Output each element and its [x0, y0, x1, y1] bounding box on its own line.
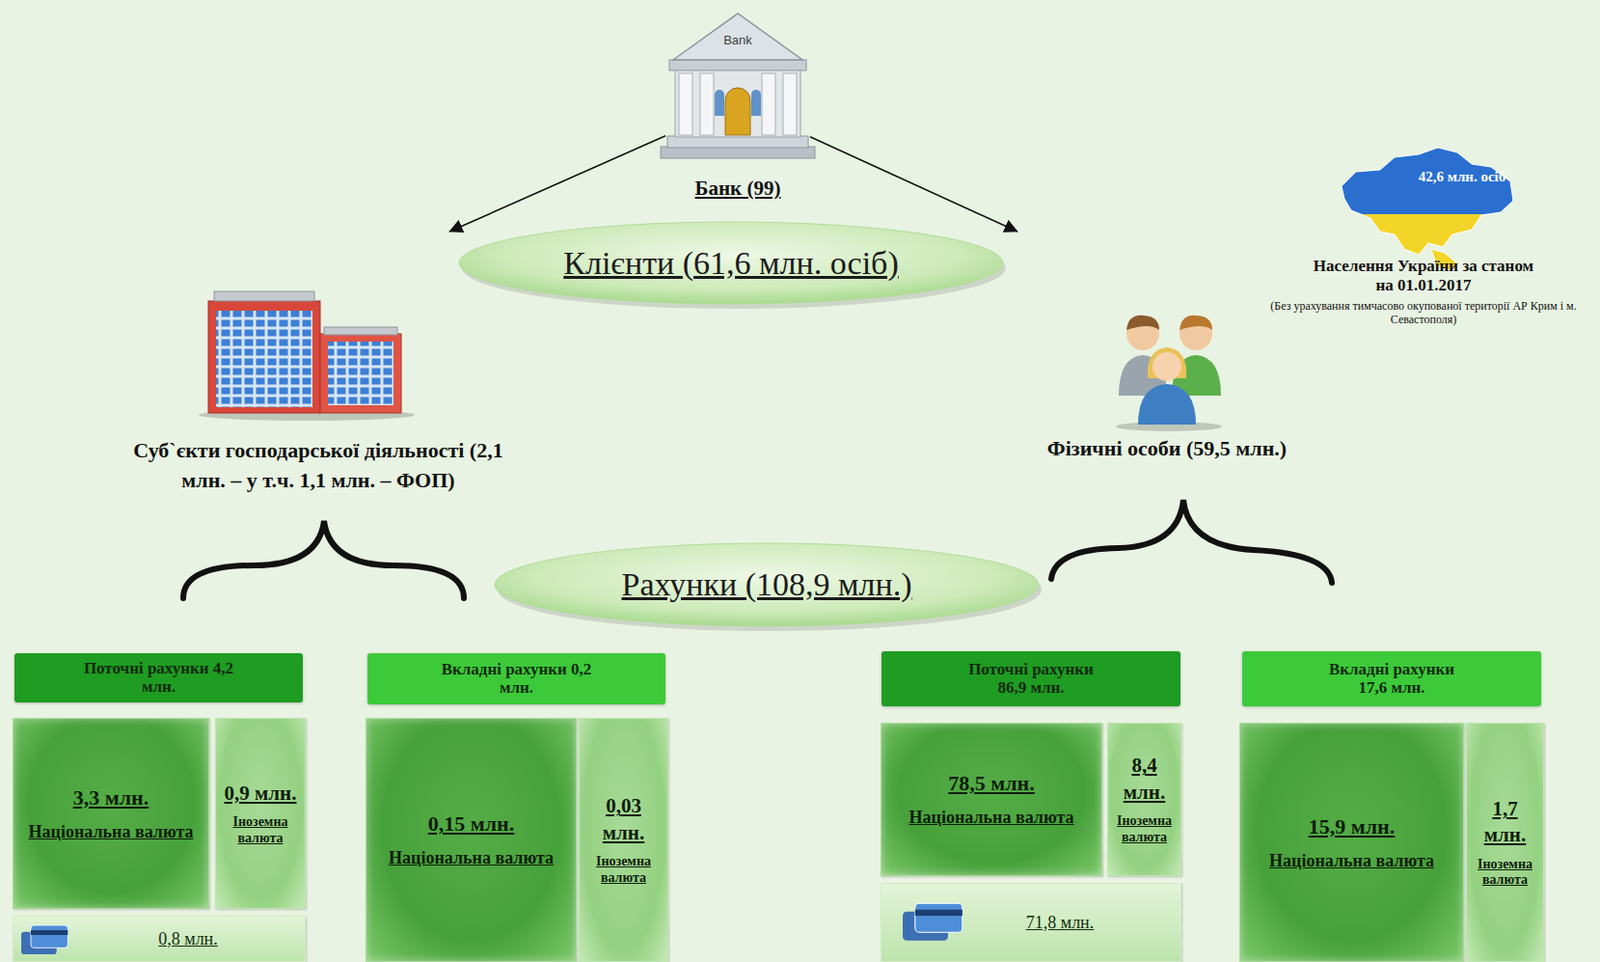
node-text: Національна валюта: [28, 821, 194, 842]
card-stripe: [30, 929, 68, 935]
bank-wall: [675, 69, 801, 137]
ukraine-map: [1341, 147, 1514, 271]
node-text: Національна валюта: [388, 847, 554, 868]
header-box: Поточні рахунки 86,9 млн.: [881, 650, 1181, 706]
oval-fill: [494, 542, 1039, 626]
oval-fill: [459, 221, 1004, 304]
card-front: [915, 902, 963, 932]
node-text: Суб`єкти господарської діяльності (2,1 м…: [120, 435, 516, 496]
node-text: Рахунки (108,9 млн.): [622, 566, 913, 603]
person-body: [1138, 383, 1196, 425]
header-box: Поточні рахунки 4,2 млн.: [14, 652, 303, 703]
node-text: 3,3 млн.: [73, 785, 150, 811]
node-text: 0,15 млн.: [428, 811, 516, 837]
value-box: 8,4 млн. Іноземна валюта: [1107, 722, 1182, 876]
person-hair: [1126, 315, 1160, 330]
group-node: Фізичні особи (59,5 млн.): [1003, 231, 1331, 468]
bank-column: [783, 73, 797, 136]
node-text: 0,8 млн.: [158, 928, 218, 950]
node-text: 8,4 млн.: [1111, 752, 1178, 806]
node-text: Іноземна валюта: [218, 813, 302, 847]
node-text: 1,7 млн.: [1469, 795, 1541, 849]
accounts-oval: Рахунки (108,9 млн.): [492, 541, 1041, 628]
curly-brace: [183, 520, 464, 598]
node-text: Фізичні особи (59,5 млн.): [1047, 433, 1287, 464]
bank-column: [761, 73, 776, 136]
node-text: Bank: [723, 32, 753, 48]
building-roof: [214, 291, 315, 301]
value-box: 0,03 млн. Іноземна валюта: [578, 717, 669, 962]
node-text: Банк (99): [695, 176, 782, 201]
bank-window: [751, 89, 761, 116]
group-node: Суб`єкти господарської діяльності (2,1 м…: [86, 231, 550, 500]
node-text: 0,03 млн.: [582, 792, 665, 846]
node-text: Іноземна валюта: [1111, 813, 1178, 846]
node-text: Національна валюта: [1269, 850, 1435, 871]
node-text: (Без урахування тимчасово окупованої тер…: [1257, 298, 1591, 327]
card-box: 71,8 млн.: [880, 882, 1182, 962]
person-head: [1152, 352, 1182, 381]
arrow-connector: [449, 135, 666, 232]
curly-brace: [1051, 499, 1332, 583]
card-icon: [21, 922, 70, 956]
value-box: 0,9 млн. Іноземна валюта: [215, 717, 306, 909]
node-text: Поточні рахунки 86,9 млн.: [953, 660, 1109, 697]
node-text: Поточні рахунки 4,2 млн.: [81, 659, 237, 696]
arrow-connector: [810, 136, 1018, 232]
value-box: 0,15 млн. Національна валюта: [365, 717, 577, 962]
bank-step: [660, 146, 815, 159]
map-node: 42,6 млн. осібНаселення України за стано…: [1253, 135, 1594, 359]
bank-slab: [669, 59, 807, 71]
node-text: Вкладні рахунки 17,6 млн.: [1314, 660, 1469, 697]
card-box: 0,8 млн.: [12, 915, 306, 962]
value-box: 1,7 млн. Іноземна валюта: [1465, 722, 1545, 962]
card-front: [30, 924, 68, 948]
person-hair: [1179, 315, 1213, 330]
node-text: 71,8 млн.: [1026, 912, 1095, 933]
value-box: 78,5 млн. Національна валюта: [880, 722, 1103, 876]
building-icon: [198, 291, 415, 421]
people-icon: [1115, 315, 1222, 432]
node-text: Клієнти (61,6 млн. осіб): [563, 244, 898, 282]
card-stripe: [915, 909, 963, 916]
header-box: Вкладні рахунки 17,6 млн.: [1242, 650, 1542, 706]
bank-icon: [660, 13, 815, 159]
bank-column: [700, 73, 714, 136]
header-box: Вкладні рахунки 0,2 млн.: [367, 652, 666, 705]
bank-step: [667, 135, 809, 148]
node-text: 42,6 млн. осіб: [1404, 167, 1520, 186]
bank-node: BankБанк (99): [665, 4, 811, 203]
bank-column: [678, 73, 693, 136]
card-icon: [902, 900, 965, 943]
node-text: Іноземна валюта: [1469, 856, 1541, 890]
building-roof: [324, 326, 398, 335]
node-text: 0,9 млн.: [224, 780, 298, 807]
node-text: Національна валюта: [909, 807, 1075, 828]
value-box: 15,9 млн. Національна валюта: [1239, 722, 1465, 962]
clients-oval: Клієнти (61,6 млн. осіб): [457, 219, 1005, 306]
node-text: 78,5 млн.: [948, 770, 1035, 796]
map-outline: [1341, 147, 1514, 255]
node-text: 15,9 млн.: [1308, 813, 1396, 840]
building-frame: [208, 300, 321, 413]
bank-door: [725, 87, 751, 136]
bank-pediment: [673, 13, 803, 60]
node-text: Іноземна валюта: [582, 853, 665, 887]
building-windows: [327, 341, 394, 406]
value-box: 3,3 млн. Національна валюта: [12, 717, 210, 909]
building-windows: [216, 310, 313, 407]
node-text: Населення України за станом на 01.01.201…: [1302, 256, 1545, 297]
bank-window: [714, 89, 725, 116]
building-frame: [320, 333, 402, 413]
node-text: Вкладні рахунки 0,2 млн.: [439, 660, 595, 697]
